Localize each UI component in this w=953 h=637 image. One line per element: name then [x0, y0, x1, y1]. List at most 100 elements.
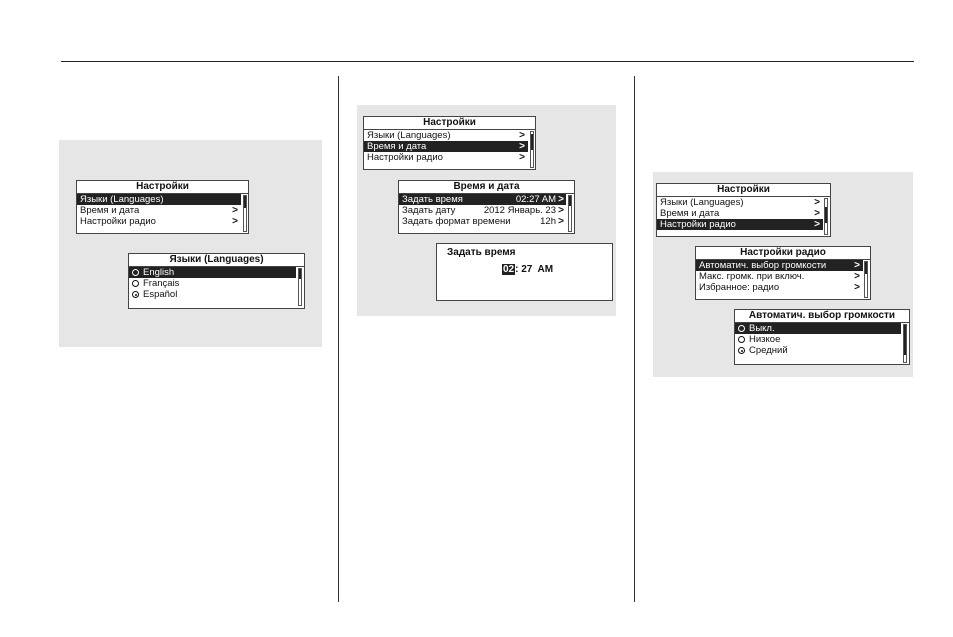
menu-title: Настройки	[77, 181, 248, 194]
menu-item-label: Настройки радио	[660, 219, 736, 230]
menu-item-value: 02:27 AM	[515, 194, 556, 205]
scrollbar-thumb[interactable]	[244, 196, 246, 208]
radio-settings-menu: Настройки радио Автоматич. выбор громкос…	[695, 246, 871, 300]
menu-item-radio[interactable]: Настройки радио >	[657, 219, 823, 230]
auto-volume-menu: Автоматич. выбор громкости Выкл. Низкое …	[734, 309, 910, 365]
illustration-languages	[59, 140, 322, 347]
menu-item-label: Языки (Languages)	[80, 194, 164, 205]
chevron-right-icon: >	[814, 208, 820, 219]
radio-checked-icon	[738, 347, 745, 354]
menu-item-radio[interactable]: Настройки радио >	[364, 152, 528, 163]
settings-menu-2: Настройки Языки (Languages) > Время и да…	[363, 116, 536, 170]
menu-item-label: Задать дату	[402, 205, 456, 216]
scrollbar[interactable]	[243, 195, 247, 232]
menu-item-label: Время и дата	[367, 141, 427, 152]
menu-item-radio[interactable]: Настройки радио >	[77, 216, 241, 227]
menu-item-languages[interactable]: Языки (Languages) >	[364, 130, 528, 141]
radio-icon	[132, 280, 139, 287]
chevron-right-icon: >	[232, 205, 238, 216]
option-label: Средний	[749, 345, 788, 356]
scrollbar-thumb[interactable]	[299, 269, 301, 279]
menu-title: Автоматич. выбор громкости	[735, 310, 909, 323]
scrollbar-thumb[interactable]	[569, 196, 571, 206]
hour-field[interactable]: 02	[502, 264, 516, 275]
menu-item-label: Макс. громк. при включ.	[699, 271, 805, 282]
scrollbar[interactable]	[903, 324, 907, 363]
chevron-right-icon: >	[854, 282, 860, 293]
menu-item-languages[interactable]: Языки (Languages) >	[657, 197, 823, 208]
menu-item-label: Время и дата	[660, 208, 720, 219]
menu-item-label: Избранное: радио	[699, 282, 780, 293]
option-off[interactable]: Выкл.	[735, 323, 901, 334]
datetime-menu: Время и дата Задать время 02:27 AM > Зад…	[398, 180, 575, 234]
scrollbar-thumb[interactable]	[904, 325, 906, 355]
option-label: English	[143, 267, 175, 278]
radio-icon	[738, 325, 745, 332]
menu-title: Настройки	[364, 117, 535, 130]
option-english[interactable]: English	[129, 267, 296, 278]
menu-item-set-date[interactable]: Задать дату 2012 Январь. 23 >	[399, 205, 566, 216]
menu-item-languages[interactable]: Языки (Languages)	[77, 194, 241, 205]
menu-item-value: 2012 Январь. 23	[483, 205, 556, 216]
menu-title: Настройки	[657, 184, 830, 197]
scrollbar[interactable]	[298, 268, 302, 306]
menu-item-set-time[interactable]: Задать время 02:27 AM >	[399, 194, 566, 205]
top-rule	[61, 61, 914, 62]
menu-item-auto-volume[interactable]: Автоматич. выбор громкости >	[696, 260, 863, 271]
chevron-right-icon: >	[558, 216, 564, 227]
option-label: Español	[143, 289, 178, 300]
menu-item-label: Задать время	[402, 194, 463, 205]
menu-item-label: Языки (Languages)	[660, 197, 744, 208]
menu-item-label: Настройки радио	[80, 216, 156, 227]
option-label: Выкл.	[749, 323, 775, 334]
menu-item-value: 12h	[540, 216, 556, 227]
chevron-right-icon: >	[519, 130, 525, 141]
menu-title: Языки (Languages)	[129, 254, 304, 267]
minute-ampm: : 27 AM	[515, 264, 554, 275]
menu-title: Время и дата	[399, 181, 574, 194]
chevron-right-icon: >	[558, 205, 564, 216]
chevron-right-icon: >	[854, 260, 860, 271]
set-time-dialog: Задать время 02: 27 AM	[436, 243, 613, 301]
option-francais[interactable]: Français	[129, 278, 296, 289]
scrollbar[interactable]	[568, 195, 572, 232]
time-editor[interactable]: 02: 27 AM	[502, 264, 553, 275]
menu-item-datetime[interactable]: Время и дата >	[77, 205, 241, 216]
scrollbar[interactable]	[530, 131, 534, 168]
chevron-right-icon: >	[519, 141, 525, 152]
menu-item-label: Автоматич. выбор громкости	[699, 260, 827, 271]
scrollbar[interactable]	[864, 261, 868, 298]
menu-item-label: Языки (Languages)	[367, 130, 451, 141]
menu-item-label: Задать формат времени	[402, 216, 511, 227]
radio-icon	[132, 269, 139, 276]
scrollbar-thumb[interactable]	[531, 134, 533, 150]
dialog-title: Задать время	[447, 247, 516, 258]
radio-checked-icon	[132, 291, 139, 298]
chevron-right-icon: >	[854, 271, 860, 282]
scrollbar[interactable]	[824, 198, 828, 235]
option-low[interactable]: Низкое	[735, 334, 901, 345]
chevron-right-icon: >	[232, 216, 238, 227]
chevron-right-icon: >	[814, 197, 820, 208]
scrollbar-thumb[interactable]	[865, 262, 867, 274]
option-medium[interactable]: Средний	[735, 345, 901, 356]
settings-menu-3: Настройки Языки (Languages) > Время и да…	[656, 183, 831, 237]
menu-item-max-volume[interactable]: Макс. громк. при включ. >	[696, 271, 863, 282]
option-label: Français	[143, 278, 180, 289]
languages-menu: Языки (Languages) English Français Españ…	[128, 253, 305, 309]
scrollbar-thumb[interactable]	[825, 207, 827, 223]
settings-menu-1: Настройки Языки (Languages) Время и дата…	[76, 180, 249, 234]
chevron-right-icon: >	[558, 194, 564, 205]
menu-title: Настройки радио	[696, 247, 870, 260]
menu-item-datetime[interactable]: Время и дата >	[364, 141, 528, 152]
column-separator-1	[338, 76, 339, 602]
option-espanol[interactable]: Español	[129, 289, 296, 300]
option-label: Низкое	[749, 334, 781, 345]
menu-item-datetime[interactable]: Время и дата >	[657, 208, 823, 219]
menu-item-favorites-radio[interactable]: Избранное: радио >	[696, 282, 863, 293]
chevron-right-icon: >	[519, 152, 525, 163]
menu-item-time-format[interactable]: Задать формат времени 12h >	[399, 216, 566, 227]
menu-item-label: Время и дата	[80, 205, 140, 216]
column-separator-2	[634, 76, 635, 602]
chevron-right-icon: >	[814, 219, 820, 230]
